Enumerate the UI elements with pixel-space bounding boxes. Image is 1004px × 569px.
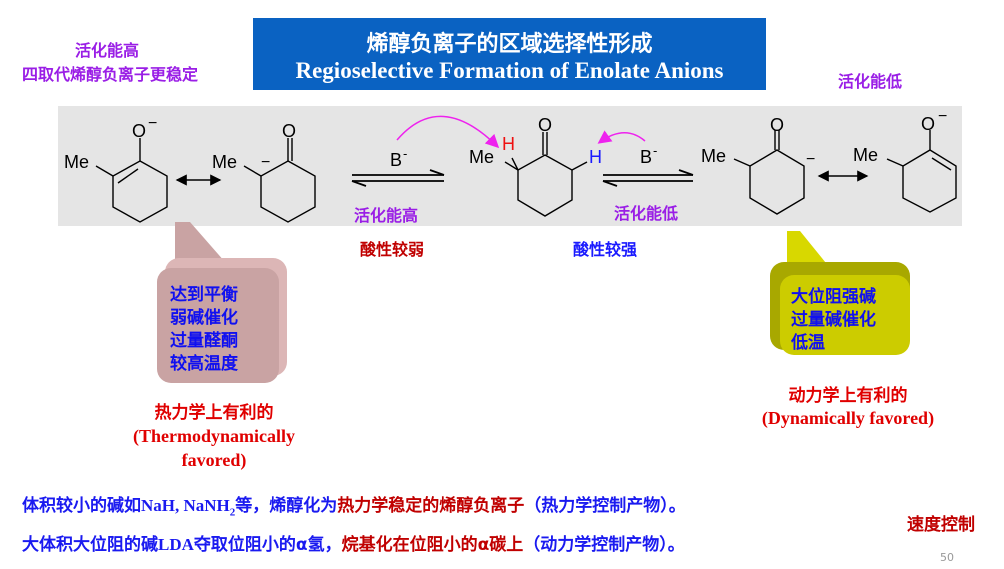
text: （热力学控制产物）。 bbox=[524, 496, 686, 516]
curved-arrow-right bbox=[597, 130, 646, 144]
right-activation-energy: 活化能低 bbox=[614, 204, 679, 223]
charge-label: − bbox=[938, 108, 947, 125]
carbanion-more-substituted bbox=[243, 138, 316, 223]
thermo-label-cn: 热力学上有利的 bbox=[154, 403, 274, 423]
me-label: Me bbox=[64, 152, 89, 172]
carbanion-less-substituted bbox=[733, 130, 805, 215]
2-methylcyclohexanone bbox=[504, 132, 588, 217]
base-charge: - bbox=[653, 143, 657, 158]
left-activation-energy: 活化能高 bbox=[354, 206, 419, 225]
kinetic-label-en: (Dynamically favored) bbox=[761, 408, 935, 428]
top-right-energy: 活化能低 bbox=[838, 72, 903, 91]
scheme-background bbox=[58, 106, 962, 226]
text: 烷基化在位阻小的α碳上 bbox=[341, 535, 524, 555]
oxygen-label: O bbox=[921, 114, 935, 134]
me-label: Me bbox=[469, 147, 494, 167]
condition: 较高温度 bbox=[170, 354, 238, 374]
oxygen-label: O bbox=[538, 115, 552, 135]
left-acidity: 酸性较弱 bbox=[360, 240, 425, 259]
text: 等，烯醇化为 bbox=[235, 496, 338, 516]
condition: 过量碱催化 bbox=[791, 310, 876, 330]
text: 热力学稳定的烯醇负离子 bbox=[337, 496, 525, 516]
text: LDA bbox=[158, 535, 194, 554]
thermo-label-en: favored) bbox=[181, 450, 247, 470]
kinetic-label-cn: 动力学上有利的 bbox=[788, 386, 908, 406]
me-label: Me bbox=[701, 146, 726, 166]
condition: 过量醛酮 bbox=[170, 331, 238, 351]
oxygen-label: O bbox=[770, 115, 784, 135]
me-label: Me bbox=[853, 145, 878, 165]
charge-label: − bbox=[806, 151, 815, 168]
condition: 弱碱催化 bbox=[170, 308, 238, 328]
enolate-tetrasubstituted bbox=[95, 138, 168, 223]
equilibrium-arrows-left bbox=[351, 169, 445, 187]
hydrogen-less-substituted: H bbox=[589, 147, 602, 167]
condition: 大位阻强碱 bbox=[791, 287, 876, 307]
equilibrium-arrows-right bbox=[602, 169, 694, 187]
title-chinese: 烯醇负离子的区域选择性形成 bbox=[366, 32, 653, 57]
kinetic-conditions: 大位阻强碱 过量碱催化 低温 bbox=[791, 286, 876, 355]
enolate-less-substituted bbox=[886, 130, 957, 213]
kinetic-label: 动力学上有利的 (Dynamically favored) bbox=[738, 381, 958, 429]
base-label: B bbox=[390, 150, 402, 170]
thermo-callout-shape bbox=[157, 222, 287, 383]
base-label: B bbox=[640, 147, 652, 167]
bottom-line-1: 体积较小的碱如NaH, NaNH2等，烯醇化为热力学稳定的烯醇负离子（热力学控制… bbox=[22, 491, 686, 518]
text: （动力学控制产物）。 bbox=[523, 535, 685, 555]
title-english: Regioselective Formation of Enolate Anio… bbox=[295, 58, 724, 83]
condition: 达到平衡 bbox=[170, 285, 238, 305]
text: 体积较小的碱如 bbox=[22, 496, 141, 516]
thermo-label: 热力学上有利的 (Thermodynamically favored) bbox=[104, 398, 324, 471]
rate-control-note: 速度控制 bbox=[907, 515, 975, 535]
text: 2 bbox=[229, 506, 236, 519]
charge-label: − bbox=[148, 115, 157, 132]
oxygen-label: O bbox=[132, 121, 146, 141]
text: 大体积大位阻的碱 bbox=[22, 535, 158, 555]
condition: 低温 bbox=[791, 333, 825, 353]
me-label: Me bbox=[212, 152, 237, 172]
text: 夺取位阻小的α氢， bbox=[193, 535, 342, 555]
thermo-label-en: (Thermodynamically bbox=[133, 426, 295, 446]
title-box: 烯醇负离子的区域选择性形成 Regioselective Formation o… bbox=[253, 18, 766, 90]
curved-arrow-left bbox=[396, 115, 500, 149]
charge-label: − bbox=[261, 154, 270, 171]
bottom-line-2: 大体积大位阻的碱LDA夺取位阻小的α氢，烷基化在位阻小的α碳上（动力学控制产物）… bbox=[22, 530, 685, 555]
top-left-energy: 活化能高 bbox=[75, 41, 140, 60]
kinetic-callout-shape bbox=[770, 231, 910, 355]
thermo-conditions: 达到平衡 弱碱催化 过量醛酮 较高温度 bbox=[170, 284, 238, 376]
base-charge: - bbox=[403, 146, 407, 161]
oxygen-label: O bbox=[282, 121, 296, 141]
right-acidity: 酸性较强 bbox=[573, 240, 638, 259]
hydrogen-more-substituted: H bbox=[502, 134, 515, 154]
text: NaH, NaNH bbox=[141, 496, 230, 515]
top-left-stability: 四取代烯醇负离子更稳定 bbox=[22, 65, 199, 84]
page-number: 50 bbox=[940, 551, 954, 564]
